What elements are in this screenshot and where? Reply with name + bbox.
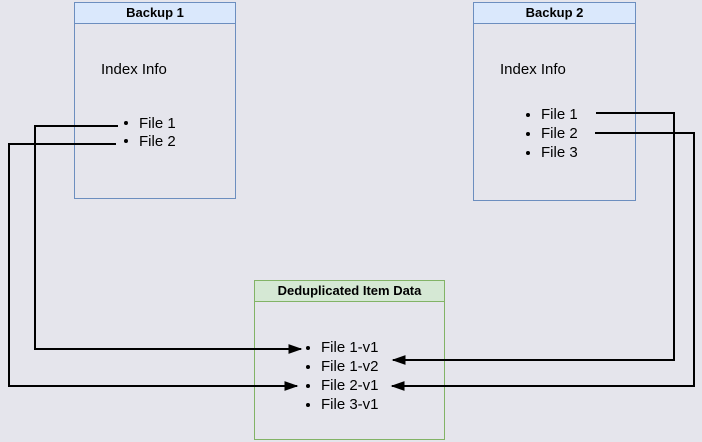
list-item: File 3 [526, 143, 578, 162]
bullet-icon [306, 402, 310, 407]
list-item: File 3-v1 [306, 395, 379, 414]
bullet-icon [124, 121, 128, 125]
item-label: File 1-v2 [321, 358, 379, 375]
bullet-icon [306, 383, 310, 388]
item-label: File 2 [139, 132, 176, 150]
dedup-title: Deduplicated Item Data [255, 281, 444, 302]
backup1-box: Backup 1 Index Info File 1 File 2 [74, 2, 236, 199]
bullet-icon [526, 150, 530, 155]
dedup-box: Deduplicated Item Data File 1-v1 File 1-… [254, 280, 445, 440]
bullet-icon [306, 364, 310, 369]
backup2-box: Backup 2 Index Info File 1 File 2 File 3 [473, 2, 636, 201]
item-label: File 3 [541, 144, 578, 161]
bullet-icon [124, 139, 128, 143]
item-label: File 1 [139, 114, 176, 132]
item-label: File 3-v1 [321, 396, 379, 413]
list-item: File 1 [526, 105, 578, 124]
dedup-file-list: File 1-v1 File 1-v2 File 2-v1 File 3-v1 [306, 338, 379, 414]
list-item: File 1 [124, 114, 176, 132]
list-item: File 1-v2 [306, 357, 379, 376]
item-label: File 2-v1 [321, 377, 379, 394]
backup1-subtitle: Index Info [101, 61, 167, 78]
list-item: File 2 [526, 124, 578, 143]
backup2-file-list: File 1 File 2 File 3 [526, 105, 578, 162]
backup2-title: Backup 2 [474, 3, 635, 24]
list-item: File 2 [124, 132, 176, 150]
item-label: File 1 [541, 106, 578, 123]
backup2-subtitle: Index Info [500, 61, 566, 78]
list-item: File 1-v1 [306, 338, 379, 357]
backup1-file-list: File 1 File 2 [124, 114, 176, 150]
item-label: File 1-v1 [321, 339, 379, 356]
item-label: File 2 [541, 125, 578, 142]
bullet-icon [526, 112, 530, 117]
bullet-icon [306, 345, 310, 350]
list-item: File 2-v1 [306, 376, 379, 395]
bullet-icon [526, 131, 530, 136]
backup1-title: Backup 1 [75, 3, 235, 24]
